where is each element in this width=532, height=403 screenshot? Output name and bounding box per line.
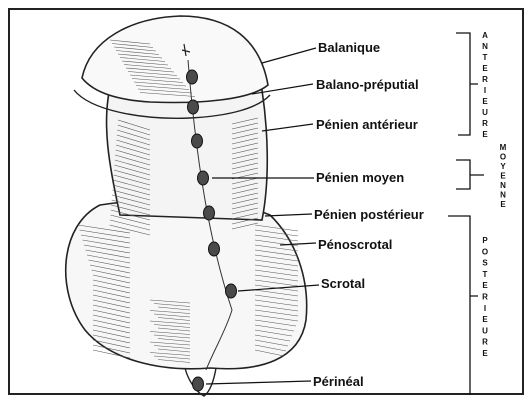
group-brackets: [448, 33, 484, 395]
leader-penien-posterieur: [265, 214, 312, 216]
group-letter: R: [482, 75, 488, 84]
leader-balanique: [262, 48, 316, 63]
leader-perineal: [206, 381, 311, 384]
meatus-penoscrotal: [209, 242, 220, 256]
group-letter: E: [500, 200, 506, 209]
meatus-penien-moyen: [198, 171, 209, 185]
group-letter: U: [482, 326, 488, 335]
group-letter: P: [482, 236, 488, 245]
group-letter: I: [484, 86, 486, 95]
anatomy-illustration: [66, 16, 307, 396]
group-letter: M: [500, 143, 507, 152]
group-letter: R: [482, 293, 488, 302]
group-letter: E: [482, 97, 488, 106]
label-balanique: Balanique: [318, 40, 380, 55]
group-letter: E: [482, 130, 488, 139]
glans-outline: [82, 16, 268, 102]
leader-penien-anterieur: [262, 124, 313, 131]
group-letter: N: [500, 181, 506, 190]
group-letter: I: [484, 304, 486, 313]
label-balano-preputial: Balano-préputial: [316, 77, 419, 92]
meatus-penien-posterieur: [204, 206, 215, 220]
label-penien-anterieur: Pénien antérieur: [316, 117, 418, 132]
group-letter: T: [483, 53, 488, 62]
group-posterieure: POSTERIEURE: [482, 236, 488, 358]
meatus-scrotal: [226, 284, 237, 298]
group-letter: S: [482, 259, 488, 268]
group-labels: ANTERIEURE MOYENNE POSTERIEURE: [482, 31, 507, 358]
group-letter: E: [500, 172, 506, 181]
bracket-moyenne: [456, 160, 484, 189]
label-penien-posterieur: Pénien postérieur: [314, 207, 424, 222]
group-moyenne: MOYENNE: [500, 143, 507, 209]
meatus-balanique: [187, 70, 198, 84]
scrotum-outline: [66, 200, 307, 369]
location-labels: Balanique Balano-préputial Pénien antéri…: [313, 40, 424, 389]
meatus-balano-preputial: [188, 100, 199, 114]
group-letter: E: [482, 64, 488, 73]
group-anterieure: ANTERIEURE: [482, 31, 488, 139]
bracket-posterieure: [448, 216, 478, 395]
meatus-penien-anterieur: [192, 134, 203, 148]
label-perineal: Périnéal: [313, 374, 364, 389]
group-letter: E: [482, 349, 488, 358]
group-letter: A: [482, 31, 488, 40]
group-letter: E: [482, 315, 488, 324]
group-letter: N: [482, 42, 488, 51]
group-letter: R: [482, 338, 488, 347]
label-penoscrotal: Pénoscrotal: [318, 237, 392, 252]
bracket-anterieure: [456, 33, 478, 135]
group-letter: T: [483, 270, 488, 279]
group-letter: E: [482, 281, 488, 290]
group-letter: O: [500, 153, 506, 162]
label-scrotal: Scrotal: [321, 276, 365, 291]
label-penien-moyen: Pénien moyen: [316, 170, 404, 185]
group-letter: U: [482, 108, 488, 117]
group-letter: N: [500, 191, 506, 200]
group-letter: R: [482, 119, 488, 128]
group-letter: Y: [500, 162, 506, 171]
meatus-perineal: [193, 377, 204, 391]
group-letter: O: [482, 247, 488, 256]
